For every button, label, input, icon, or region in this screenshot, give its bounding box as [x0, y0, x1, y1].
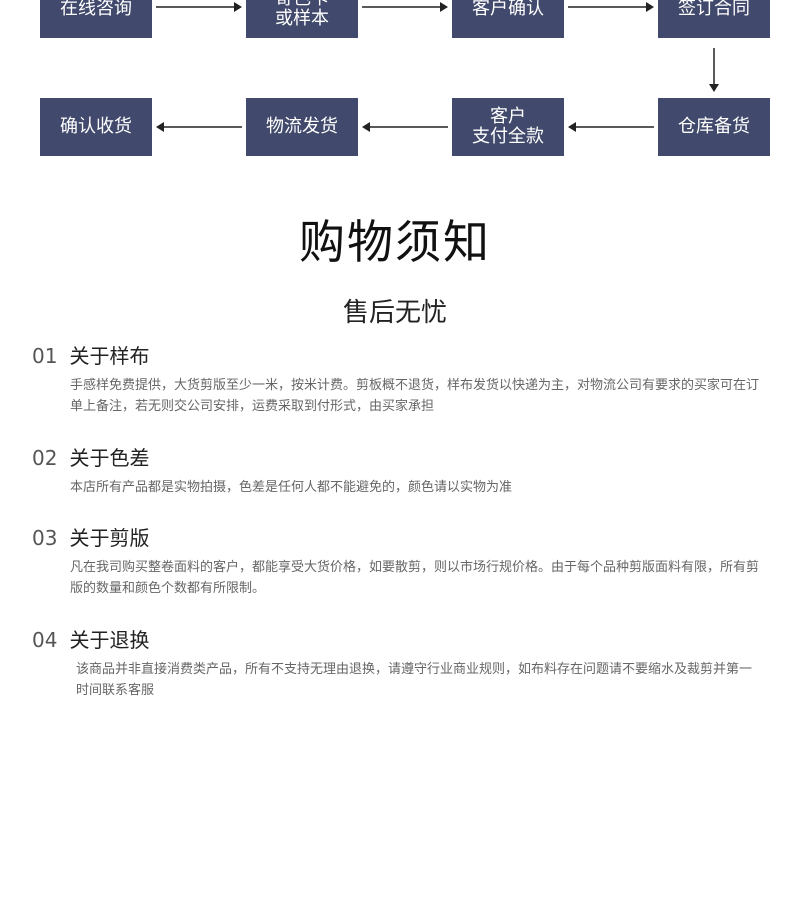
page-title: 购物须知	[299, 215, 491, 269]
flow-step-payment: 客户 支付全款	[452, 98, 564, 156]
section-color-diff: 02 关于色差 本店所有产品都是实物拍摄，色差是任何人都不能避免的，颜色请以实物…	[32, 442, 770, 498]
arrow-right-icon	[156, 2, 242, 12]
arrow-left-icon	[362, 122, 448, 132]
section-cut: 03 关于剪版 凡在我司购买整卷面料的客户，都能享受大货价格，如要散剪，则以市场…	[32, 522, 770, 599]
flow-step-contract: 签订合同	[658, 0, 770, 38]
section-number: 04	[32, 628, 58, 652]
flow-step-confirm: 客户确认	[452, 0, 564, 38]
section-sample: 01 关于样布 手感样免费提供，大货剪版至少一米，按米计费。剪板概不退货，样布发…	[32, 340, 770, 417]
section-number: 03	[32, 526, 58, 550]
flow-step-stock: 仓库备货	[658, 98, 770, 156]
section-number: 01	[32, 344, 58, 368]
flow-step-receive: 确认收货	[40, 98, 152, 156]
flow-step-consult: 在线咨询	[40, 0, 152, 38]
arrow-down-icon	[709, 48, 719, 92]
section-body: 手感样免费提供，大货剪版至少一米，按米计费。剪板概不退货，样布发货以快递为主，对…	[70, 378, 760, 414]
section-title: 关于色差	[69, 446, 150, 470]
section-body: 该商品并非直接消费类产品，所有不支持无理由退换，请遵守行业商业规则，如布料存在问…	[76, 662, 753, 698]
section-title: 关于样布	[69, 344, 150, 368]
arrow-right-icon	[362, 2, 448, 12]
flow-step-shipping: 物流发货	[246, 98, 358, 156]
arrow-left-icon	[568, 122, 654, 132]
section-return: 04 关于退换 该商品并非直接消费类产品，所有不支持无理由退换，请遵守行业商业规…	[32, 624, 756, 701]
arrow-left-icon	[156, 122, 242, 132]
section-number: 02	[32, 446, 58, 470]
section-body: 本店所有产品都是实物拍摄，色差是任何人都不能避免的，颜色请以实物为准	[70, 480, 513, 495]
flow-step-sample: 寄色卡 或样本	[246, 0, 358, 38]
page-subtitle: 售后无忧	[342, 298, 447, 328]
arrow-right-icon	[568, 2, 654, 12]
section-title: 关于剪版	[69, 526, 150, 550]
section-title: 关于退换	[69, 628, 150, 652]
section-body: 凡在我司购买整卷面料的客户，都能享受大货价格，如要散剪，则以市场行规价格。由于每…	[70, 560, 760, 596]
